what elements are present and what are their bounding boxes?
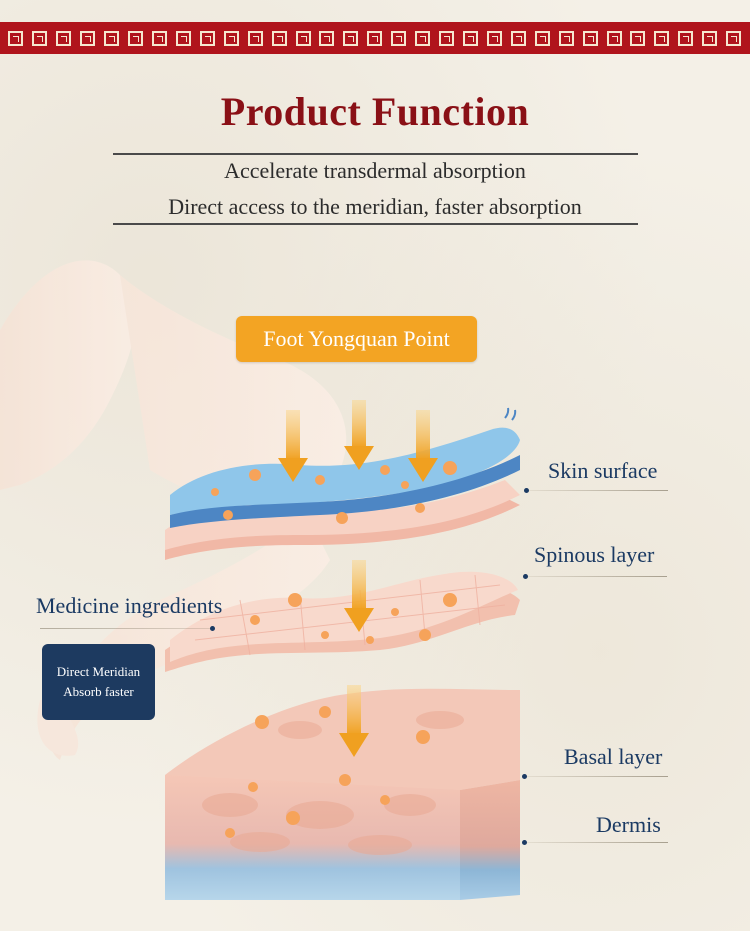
fret-pattern-icon: [151, 30, 167, 46]
label-skin-surface: Skin surface: [548, 458, 658, 483]
label-spinous-layer: Spinous layer: [534, 542, 655, 567]
fret-pattern-icon: [702, 30, 718, 46]
info-box-line-1: Direct Meridian: [56, 664, 141, 679]
page-title: Product Function: [220, 89, 530, 134]
skin-surface-layer: [165, 407, 520, 560]
fret-pattern-icon: [32, 30, 48, 46]
label-dermis: Dermis: [596, 812, 661, 837]
fret-pattern-icon: [486, 30, 502, 46]
fret-pattern-icon: [295, 30, 311, 46]
label-medicine-ingredients: Medicine ingredients: [36, 593, 223, 618]
fret-pattern-icon: [319, 30, 335, 46]
fret-pattern-icon: [271, 30, 287, 46]
label-basal-layer: Basal layer: [564, 744, 663, 769]
basal-dermis-block: [165, 688, 520, 900]
marker-spinous-layer: [523, 574, 528, 579]
divider-top: [113, 153, 638, 155]
absorption-arrows: [278, 400, 438, 757]
fret-pattern-icon: [462, 30, 478, 46]
fret-pattern-icon: [199, 30, 215, 46]
leader-basal-layer: [526, 776, 668, 777]
fret-pattern-icon: [558, 30, 574, 46]
decorative-border-band: [0, 22, 750, 54]
marker-basal-layer: [522, 774, 527, 779]
fret-pattern-icon: [510, 30, 526, 46]
fret-pattern-icon: [223, 30, 239, 46]
leader-medicine-ingredients: [40, 628, 212, 629]
fret-pattern-icon: [128, 30, 144, 46]
leader-spinous-layer: [527, 576, 667, 577]
fret-pattern-icon: [391, 30, 407, 46]
fret-pattern-icon: [582, 30, 598, 46]
info-box-line-2: Absorb faster: [63, 684, 134, 699]
fret-pattern-icon: [606, 30, 622, 46]
spinous-layer: [165, 571, 520, 672]
fret-pattern-icon: [367, 30, 383, 46]
fret-pattern-icon: [654, 30, 670, 46]
subtitle-line-2: Direct access to the meridian, faster ab…: [168, 194, 582, 219]
fret-pattern-icon: [439, 30, 455, 46]
fret-pattern-icon: [534, 30, 550, 46]
leader-dermis: [526, 842, 668, 843]
fret-pattern-icon: [80, 30, 96, 46]
legs-background: [0, 260, 347, 760]
marker-medicine-ingredients: [210, 626, 215, 631]
marker-dermis: [522, 840, 527, 845]
fret-pattern-icon: [630, 30, 646, 46]
fret-pattern-icon: [56, 30, 72, 46]
fret-pattern-icon: [343, 30, 359, 46]
fret-pattern-icon: [247, 30, 263, 46]
subtitle-line-1: Accelerate transdermal absorption: [224, 158, 526, 183]
direct-meridian-info-box: Direct Meridian Absorb faster: [42, 644, 155, 720]
fret-pattern-icon: [8, 30, 24, 46]
foot-yongquan-point-badge: Foot Yongquan Point: [236, 316, 477, 362]
fret-pattern-icon: [678, 30, 694, 46]
fret-pattern-icon: [726, 30, 742, 46]
divider-bottom: [113, 223, 638, 225]
fret-pattern-icon: [415, 30, 431, 46]
marker-skin-surface: [524, 488, 529, 493]
leader-skin-surface: [528, 490, 668, 491]
fret-pattern-icon: [175, 30, 191, 46]
fret-pattern-icon: [104, 30, 120, 46]
